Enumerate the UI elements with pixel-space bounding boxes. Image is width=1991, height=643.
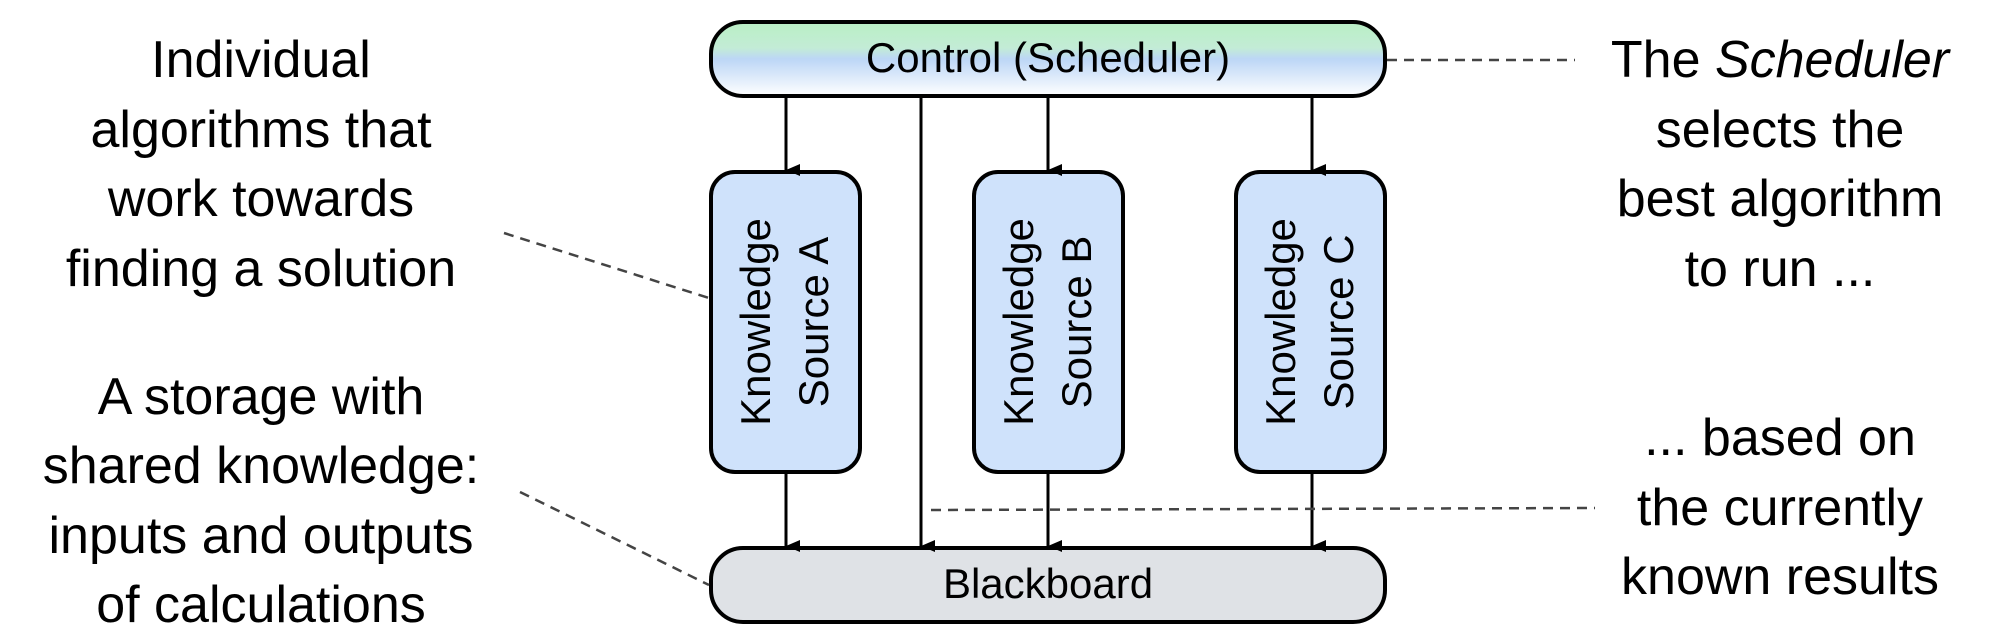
results-callout-leader [930,506,1596,512]
control-scheduler-label: Control (Scheduler) [866,34,1230,81]
knowledge-source-b-label-line2: Source B [1053,236,1100,409]
algorithms-note-line1: Individual [151,31,371,89]
knowledge-source-c-box: Knowledge Source C [1234,170,1387,474]
storage-note-line3: inputs and outputs [49,507,474,565]
algorithms-note-line4: finding a solution [66,240,456,298]
scheduler-note-emphasis: Scheduler [1715,31,1952,89]
results-note-line2: the currently [1637,479,1923,537]
scheduler-note: The Scheduler selects the best algorithm… [1611,31,1952,298]
results-note: ... based on the currently known results [1621,409,1939,606]
scheduler-note-line3: best algorithm [1617,170,1944,228]
storage-note: A storage with shared knowledge: inputs … [43,368,480,634]
knowledge-source-a-box: Knowledge Source A [709,170,862,474]
algorithms-note-line2: algorithms that [90,101,432,159]
scheduler-note-line2: selects the [1656,101,1905,159]
results-note-line1: ... based on [1644,409,1916,467]
storage-note-line2: shared knowledge: [43,437,480,495]
knowledge-source-c-label-line1: Knowledge [1257,218,1304,426]
algorithms-note-line3: work towards [107,170,414,228]
storage-note-line1: A storage with [98,368,425,426]
algorithms-note: Individual algorithms that work towards … [66,31,456,298]
scheduler-note-line1: The Scheduler [1611,31,1952,89]
knowledge-source-a-label-line2: Source A [790,237,837,407]
blackboard-callout-leader [519,490,710,587]
knowledge-source-a-label-line1: Knowledge [732,218,779,426]
results-note-line3: known results [1621,548,1939,606]
blackboard-label: Blackboard [943,560,1153,607]
knowledge-sources-callout-leader [503,231,710,300]
scheduler-note-line4: to run ... [1685,240,1876,298]
scheduler-note-prefix: The [1611,31,1715,89]
knowledge-source-b-label-line1: Knowledge [995,218,1042,426]
knowledge-source-c-label-line2: Source C [1315,234,1362,409]
storage-note-line4: of calculations [96,576,426,634]
knowledge-source-b-box: Knowledge Source B [972,170,1125,474]
control-scheduler-box: Control (Scheduler) [709,20,1387,98]
blackboard-box: Blackboard [709,546,1387,624]
